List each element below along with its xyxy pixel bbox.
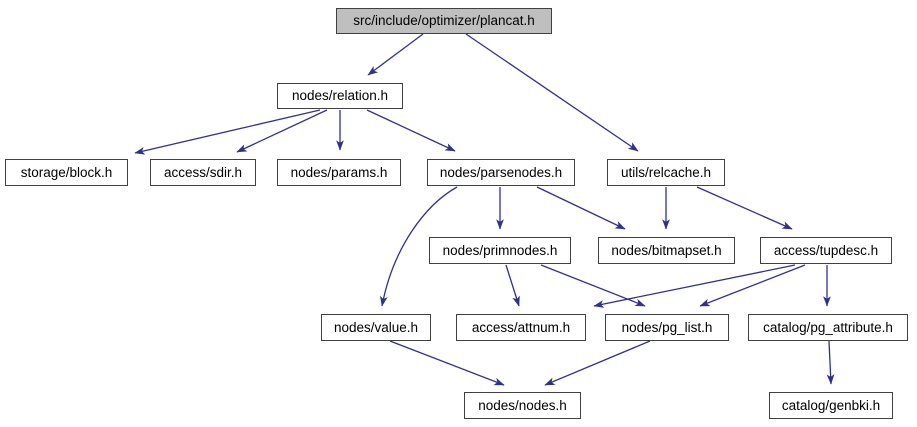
node-label-nodes: nodes/nodes.h (478, 397, 567, 413)
node-primnodes[interactable]: nodes/primnodes.h (429, 237, 571, 264)
edge-relation-to-sdir (236, 109, 328, 153)
node-label-genbki: catalog/genbki.h (781, 397, 881, 413)
node-label-params: nodes/params.h (290, 164, 388, 180)
node-bitmapset[interactable]: nodes/bitmapset.h (598, 237, 735, 264)
node-block[interactable]: storage/block.h (5, 159, 128, 186)
node-parsenodes[interactable]: nodes/parsenodes.h (427, 159, 575, 186)
node-pg_attribute[interactable]: catalog/pg_attribute.h (748, 314, 908, 341)
node-plancat[interactable]: src/include/optimizer/plancat.h (336, 8, 552, 34)
node-label-relation: nodes/relation.h (291, 88, 389, 104)
node-genbki[interactable]: catalog/genbki.h (769, 392, 893, 419)
node-label-tupdesc: access/tupdesc.h (773, 242, 879, 258)
edge-pg_attribute-to-genbki (826, 340, 835, 385)
node-label-pg_attribute: catalog/pg_attribute.h (763, 319, 893, 335)
node-label-bitmapset: nodes/bitmapset.h (611, 242, 722, 258)
node-attnum[interactable]: access/attnum.h (456, 314, 586, 341)
node-label-relcache: utils/relcache.h (620, 164, 712, 180)
node-label-value: nodes/value.h (333, 319, 419, 335)
edge-relation-to-block (134, 109, 321, 155)
edge-tupdesc-to-attnum (593, 264, 796, 308)
node-nodes[interactable]: nodes/nodes.h (464, 392, 581, 419)
edge-plancat-to-relcache (465, 33, 639, 152)
node-label-sdir: access/sdir.h (163, 164, 243, 180)
node-label-parsenodes: nodes/parsenodes.h (439, 164, 563, 180)
node-label-pg_list: nodes/pg_list.h (621, 319, 713, 335)
node-relation[interactable]: nodes/relation.h (277, 83, 403, 109)
node-value[interactable]: nodes/value.h (321, 314, 431, 341)
node-sdir[interactable]: access/sdir.h (150, 159, 256, 186)
node-label-block: storage/block.h (20, 164, 113, 180)
edge-tupdesc-to-pg_list (699, 264, 806, 307)
node-tupdesc[interactable]: access/tupdesc.h (760, 237, 892, 264)
node-label-attnum: access/attnum.h (471, 319, 571, 335)
edge-relation-to-parsenodes (366, 109, 456, 152)
node-pg_list[interactable]: nodes/pg_list.h (605, 314, 729, 341)
edge-pg_list-to-nodes (544, 340, 651, 386)
node-label-plancat: src/include/optimizer/plancat.h (353, 13, 535, 29)
node-relcache[interactable]: utils/relcache.h (607, 159, 725, 186)
edge-primnodes-to-pg_list (540, 264, 646, 307)
edge-parsenodes-to-bitmapset (536, 186, 626, 230)
node-label-primnodes: nodes/primnodes.h (442, 242, 558, 258)
edge-value-to-nodes (389, 340, 505, 386)
edge-plancat-to-relation (367, 33, 424, 76)
node-params[interactable]: nodes/params.h (277, 159, 401, 186)
edge-parsenodes-to-value (379, 186, 458, 307)
edge-relcache-to-tupdesc (696, 186, 793, 230)
edge-primnodes-to-attnum (505, 264, 520, 307)
